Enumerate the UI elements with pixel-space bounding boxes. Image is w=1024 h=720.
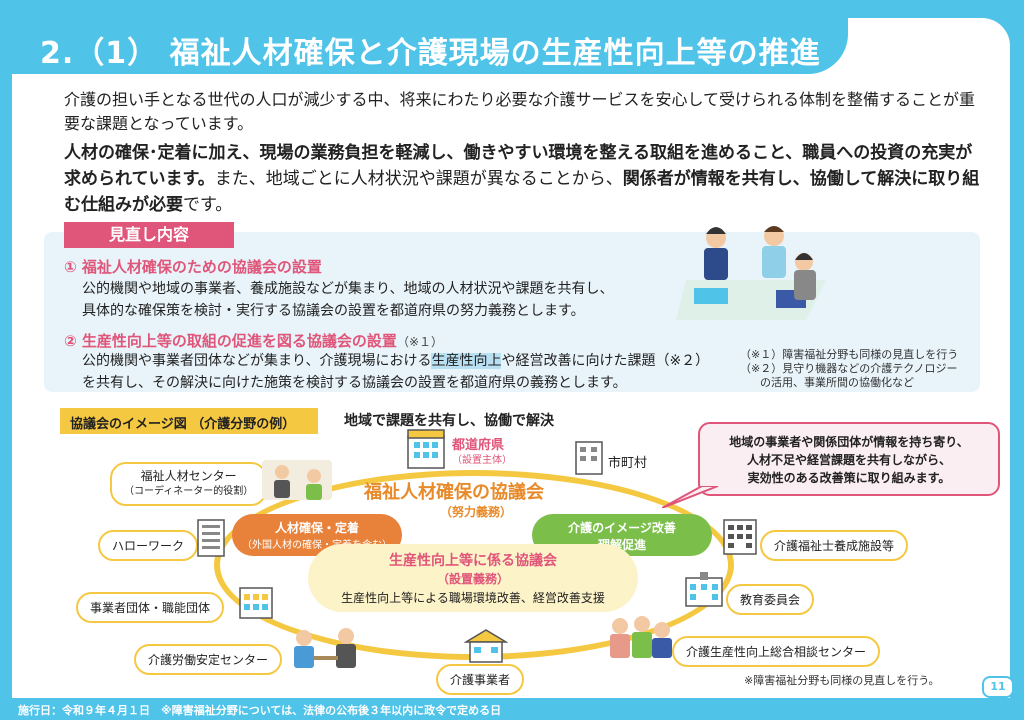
item2-line1b: や経営改善に向けた課題（※２） <box>501 353 710 369</box>
item1-line1: 公的機関や地域の事業者、養成施設などが集まり、地域の人材状況や課題を共有し、 <box>82 281 614 297</box>
image-tag: 協議会のイメージ図 （介護分野の例） <box>60 408 318 434</box>
item2-line2: を共有し、その解決に向けた施策を検討する協議会の設置を都道府県の義務とします。 <box>82 375 627 391</box>
pill-recruit-sub: （外国人材の確保・定着を含む） <box>242 540 392 551</box>
org-labor-center: 介護労働安定センター <box>134 644 283 675</box>
footer-effective-date: 施行日：令和９年４月１日 ※障害福祉分野については、法律の公布後３年以内に政令で… <box>0 699 1024 720</box>
pill-image-label-1: 介護のイメージ改善 <box>568 521 676 535</box>
org-welfare-center-label: 福祉人材センター <box>140 469 237 483</box>
consultation-center-icon <box>610 616 672 658</box>
prefecture-sub: （設置主体） <box>452 455 512 466</box>
org-business-association: 事業者団体・職能団体 <box>76 592 225 623</box>
emphasis-end: です。 <box>183 195 233 215</box>
care-provider-building-icon <box>464 629 508 663</box>
item2-note: （※１） <box>396 335 443 349</box>
item2-highlight: 生産性向上 <box>431 353 502 369</box>
bubble-line-3: 実効性のある改善策に取り組みます。 <box>747 471 951 485</box>
item1-line2: 具体的な確保策を検討・実行する協議会の設置を都道府県の努力義務とします。 <box>82 303 585 319</box>
org-welfare-center-sub: （コーディネーター的役割） <box>124 486 254 497</box>
item2-body: 公的機関や事業者団体などが集まり、介護現場における生産性向上や経営改善に向けた課… <box>82 350 709 394</box>
intro-emphasis: 人材の確保･定着に加え、現場の業務負担を軽減し、働きやすい環境を整える取組を進め… <box>64 140 984 218</box>
item1-body: 公的機関や地域の事業者、養成施設などが集まり、地域の人材状況や課題を共有し、 具… <box>82 278 613 322</box>
org-care-provider: 介護事業者 <box>436 664 525 695</box>
training-school-building-icon <box>723 519 757 555</box>
item2-line1a: 公的機関や事業者団体などが集まり、介護現場における <box>82 353 432 369</box>
labor-consultation-icon <box>294 628 356 668</box>
council-subtitle: （努力義務） <box>440 505 513 519</box>
productivity-council-title: 生産性向上等に係る協議会 <box>389 553 557 569</box>
emphasis-bold-2: 関係者が情報を共有し、協働して解決に取り組む仕組みが必要 <box>64 169 980 215</box>
prefecture-building-icon <box>407 429 445 469</box>
org-training-school: 介護福祉士養成施設等 <box>760 530 909 561</box>
item2-title: ② 生産性向上等の取組の促進を図る協議会の設置（※１） <box>64 330 443 351</box>
item1-title: ① 福祉人材確保のための協議会の設置 <box>64 258 322 276</box>
org-education-board: 教育委員会 <box>726 584 815 615</box>
education-board-building-icon <box>685 572 723 607</box>
council-title: 福祉人材確保の協議会 <box>364 482 544 503</box>
review-tag: 見直し内容 <box>64 222 234 248</box>
prefecture-label: 都道府県 <box>452 438 505 453</box>
city-label: 市町村 <box>608 456 648 471</box>
pill-recruit-label: 人材確保・定着 <box>274 521 359 535</box>
item2-line1: 公的機関や事業者団体などが集まり、介護現場における生産性向上や経営改善に向けた課… <box>82 350 709 372</box>
emphasis-normal: また、地域ごとに人材状況や課題が異なることから、 <box>214 169 623 189</box>
review-section <box>44 232 980 392</box>
bubble-tail-icon <box>662 486 719 508</box>
item2-title-text: ② 生産性向上等の取組の促進を図る協議会の設置 <box>64 332 397 350</box>
image-footnote: ※障害福祉分野も同様の見直しを行う。 <box>744 674 940 687</box>
productivity-council-body: 生産性向上等による職場環境改善、経営改善支援 <box>341 591 605 605</box>
productivity-council-sub: （設置義務） <box>436 572 509 586</box>
city-building-icon <box>575 441 603 475</box>
org-consultation-center: 介護生産性向上総合相談センター <box>672 636 881 667</box>
productivity-council: 生産性向上等に係る協議会 （設置義務） 生産性向上等による職場環境改善、経営改善… <box>308 544 638 612</box>
org-welfare-center: 福祉人材センター （コーディネーター的役割） <box>110 462 268 506</box>
counseling-illustration-icon <box>262 460 332 500</box>
note-2b: の活用、事業所間の協働化など <box>760 376 914 389</box>
image-subtitle: 地域で課題を共有し、協働で解決 <box>344 413 554 429</box>
page-title: 2.（1） 福祉人材確保と介護現場の生産性向上等の推進 <box>12 18 848 74</box>
bubble-line-2: 人材不足や経営課題を共有しながら、 <box>746 453 951 467</box>
page-number: 11 <box>982 676 1014 698</box>
notes: （※１）障害福祉分野も同様の見直しを行う （※２）見守り機器などの介護テクノロジ… <box>740 348 980 390</box>
bubble-line-1: 地域の事業者や関係団体が情報を持ち寄り、 <box>729 435 969 449</box>
association-building-icon <box>239 587 273 619</box>
meeting-illustration-icon <box>676 226 826 320</box>
intro-text: 介護の担い手となる世代の人口が減少する中、将来にわたり必要な介護サービスを安心し… <box>64 90 976 133</box>
note-1: （※１）障害福祉分野も同様の見直しを行う <box>740 348 959 361</box>
org-hellowork: ハローワーク <box>98 530 199 561</box>
note-2a: （※２）見守り機器などの介護テクノロジー <box>740 362 958 375</box>
emphasis-bold-1: 人材の確保･定着に加え、現場の業務負担を軽減し、働きやすい環境を整える取組を進め… <box>64 143 973 189</box>
hellowork-building-icon <box>197 519 225 557</box>
speech-bubble: 地域の事業者や関係団体が情報を持ち寄り、 人材不足や経営課題を共有しながら、 実… <box>698 422 1000 496</box>
